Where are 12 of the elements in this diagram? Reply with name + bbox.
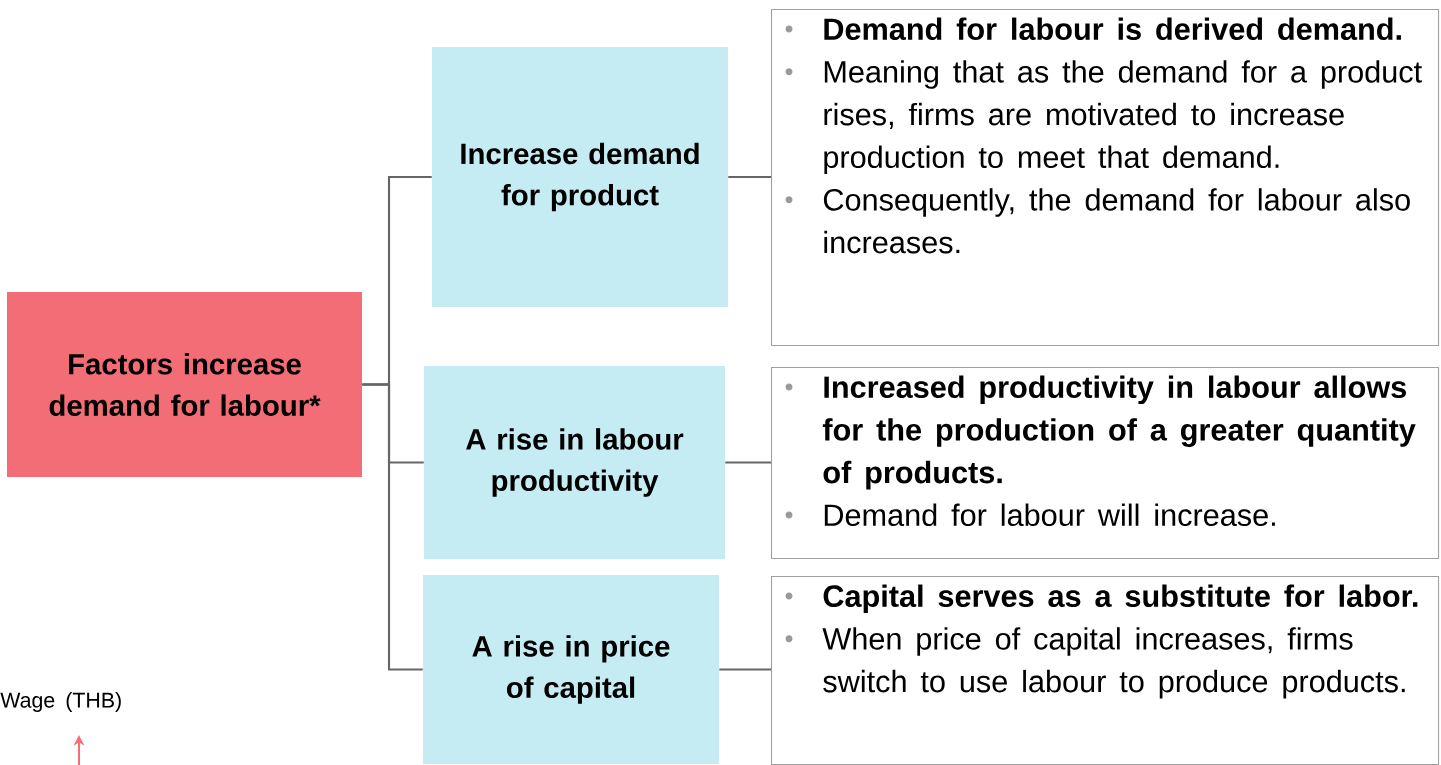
connector-line — [362, 383, 423, 671]
text-box: Capital serves as a substitute for labor. When price of capital increases, firms switch to use labour to produce products. — [771, 576, 1440, 765]
topic-box: Factors increase demand for labour* — [7, 292, 362, 477]
text-box: Increased productivity in labour allows for the production of a greater quantity of products. Demand for labour will increase. — [771, 367, 1440, 560]
connector-line — [719, 668, 771, 671]
connector-line — [725, 461, 771, 464]
factor-box: Increase demand for product — [432, 47, 728, 307]
factor-box: A rise in price of capital — [423, 575, 719, 764]
connector-line — [728, 175, 771, 179]
factor-box: A rise in labour productivity — [424, 366, 725, 559]
text-box: Demand for labour is derived demand. Meaning that as the demand for a product rises, firms are motivated to increase production to meet that demand. Consequently, the demand for labour also increases. — [771, 9, 1440, 347]
axis-label: Wage (THB) — [0, 692, 121, 712]
